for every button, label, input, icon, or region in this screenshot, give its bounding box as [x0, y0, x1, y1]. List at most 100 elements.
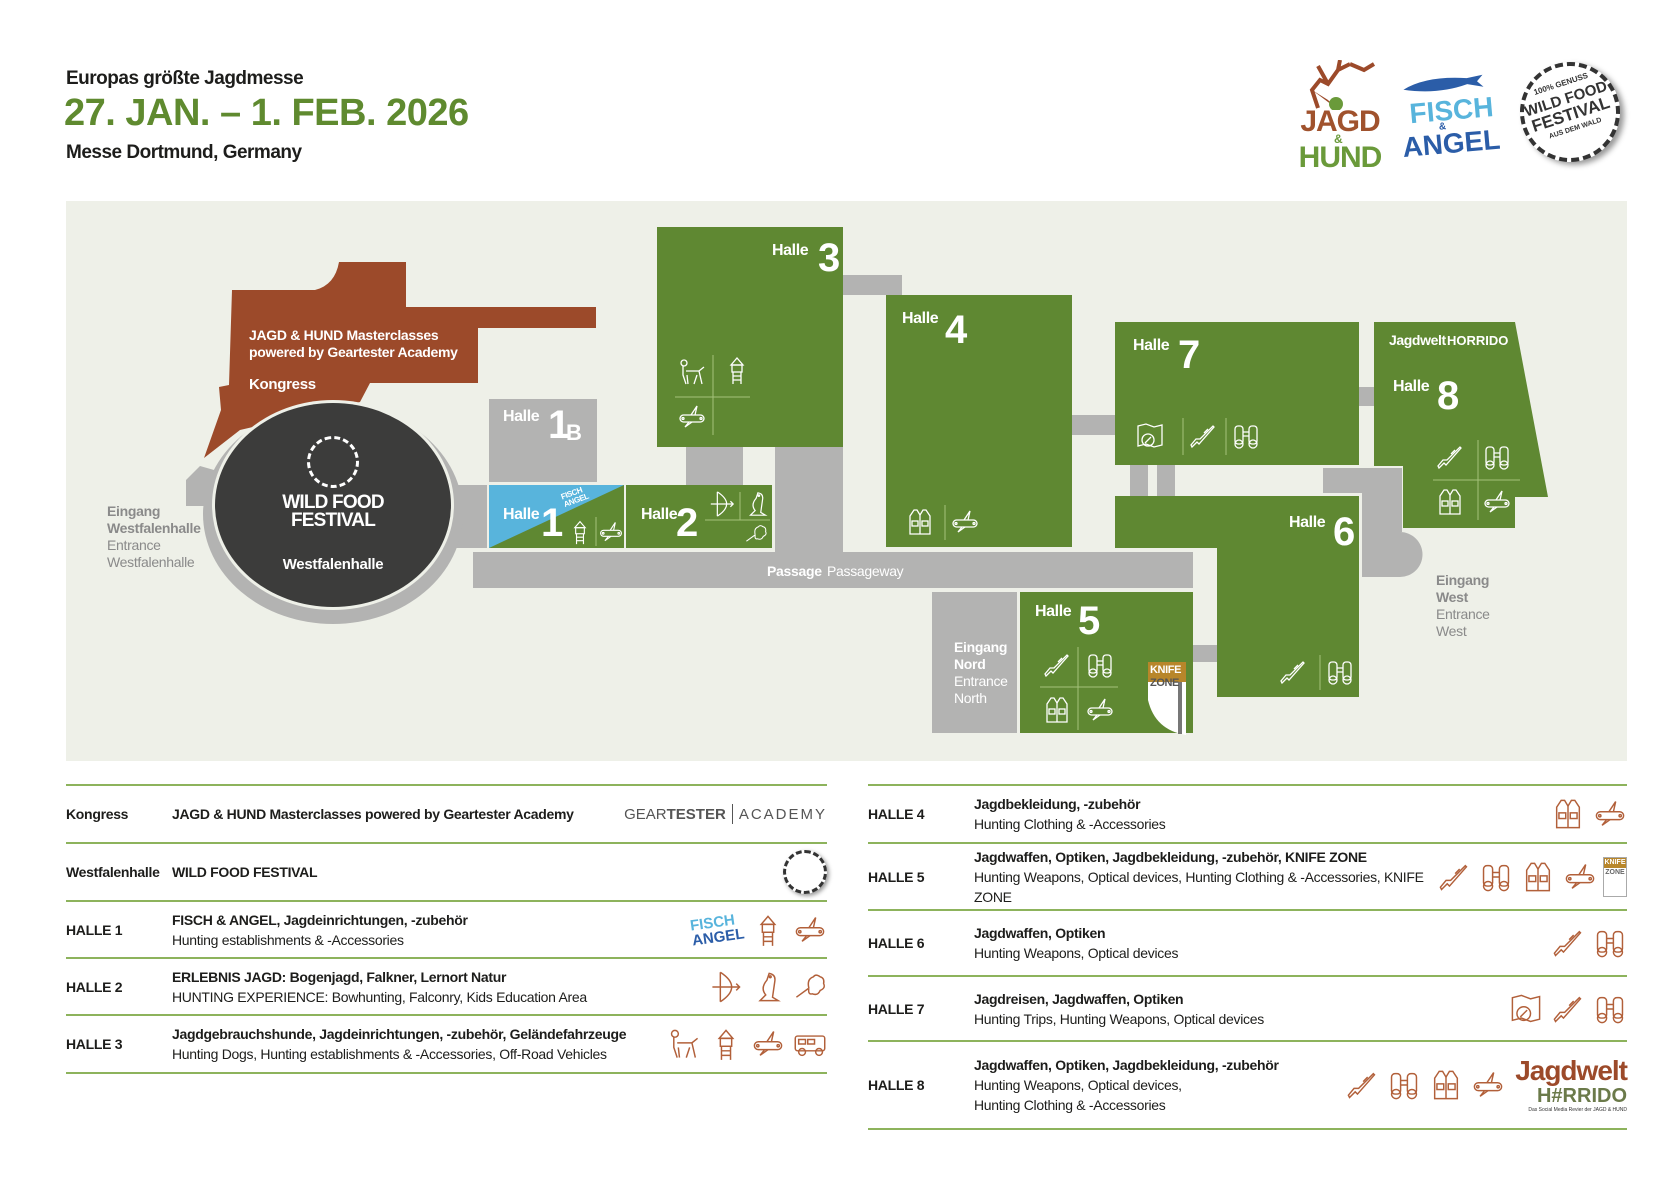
connector [1130, 463, 1148, 498]
connector [1072, 415, 1115, 435]
fair-dates: 27. JAN. – 1. FEB. 2026 [64, 92, 469, 134]
binoculars-icon [1593, 992, 1627, 1026]
entrance-north[interactable] [932, 592, 1017, 733]
knife-icon [598, 517, 624, 547]
hall-8-label: Halle [1393, 378, 1430, 395]
off-road-vehicle-icon [793, 1027, 827, 1061]
fish-icon [1403, 74, 1484, 92]
vest-icon [1435, 487, 1465, 517]
rifle-icon [1345, 1068, 1379, 1102]
passage-label: Passage [767, 563, 822, 579]
connector [843, 275, 902, 295]
legend-row-kongress: Kongress JAGD & HUND Masterclasses power… [66, 804, 827, 824]
hall-3-label: Halle [772, 242, 809, 259]
fair-location: Messe Dortmund, Germany [66, 142, 302, 163]
icon-dividers [595, 355, 1520, 730]
hall-5-label: Halle [1035, 603, 1072, 620]
knife-zone-badge [1148, 662, 1186, 735]
hall-8[interactable] [1374, 322, 1548, 528]
binoculars-icon [1593, 926, 1627, 960]
dog-icon [677, 357, 707, 387]
legend-row-halle-5: HALLE 5 Jagdwaffen, Optiken, Jagdbekleid… [868, 848, 1627, 905]
hall-4-number: 4 [945, 308, 967, 352]
knife-icon [793, 913, 827, 947]
legend-row-halle-3: HALLE 3 Jagdgebrauchshunde, Jagdeinricht… [66, 1016, 827, 1072]
legend-row-halle-2: HALLE 2 ERLEBNIS JAGD: Bogenjagd, Falkne… [66, 959, 827, 1014]
map-compass-icon [1509, 992, 1543, 1026]
connector [1357, 387, 1376, 406]
legend-row-halle-8: HALLE 8 Jagdwaffen, Optiken, Jagdbekleid… [868, 1055, 1628, 1114]
fisch-angel-area [489, 485, 624, 548]
binoculars-icon [1479, 860, 1513, 894]
fair-tagline: Europas größte Jagdmesse [66, 68, 304, 89]
logo-text: & [1334, 132, 1343, 146]
passage[interactable] [473, 552, 1193, 588]
connector [318, 606, 350, 622]
jagdwelt-label: Jagdwelt [1389, 332, 1446, 348]
binoculars-icon [1085, 650, 1115, 680]
binoculars-icon [1325, 657, 1355, 687]
knife-icon [1471, 1068, 1505, 1102]
fisch-angel-logo: FISCH & ANGEL [1396, 68, 1501, 166]
connector [186, 466, 214, 506]
hall-2-number: 2 [676, 501, 698, 545]
hall-7-number: 7 [1178, 333, 1200, 377]
westfalenhalle[interactable] [215, 403, 451, 607]
rifle-icon [1042, 650, 1072, 680]
hall-3[interactable] [657, 227, 843, 447]
logo-text: JAGD [1300, 105, 1380, 138]
connector [1157, 463, 1175, 498]
vest-icon [905, 507, 935, 537]
hall-7-label: Halle [1133, 337, 1170, 354]
stag-head-icon [1309, 60, 1376, 110]
rifle-icon [1188, 421, 1218, 451]
floor-plan [66, 201, 1627, 761]
knife-icon [1085, 695, 1115, 725]
hall-8-number: 8 [1437, 374, 1459, 418]
binoculars-icon [1231, 421, 1261, 451]
kongress-name: Kongress [249, 376, 316, 393]
rifle-icon [1437, 860, 1471, 894]
hall-5-number: 5 [1078, 599, 1100, 643]
westfalenhalle-label: Westfalenhalle [282, 556, 384, 573]
hall-6-label: Halle [1289, 514, 1326, 531]
legend-row-halle-1: HALLE 1 FISCH & ANGEL, Jagdeinrichtungen… [66, 902, 827, 957]
connector [775, 445, 843, 555]
hall-1b-number: 1 [548, 403, 570, 447]
bow-icon [708, 490, 736, 518]
hall-4[interactable] [886, 295, 1072, 547]
entrance-west[interactable] [1323, 468, 1423, 577]
horrido-label: HORRIDO [1447, 333, 1509, 348]
knife-icon [751, 1027, 785, 1061]
hunting-tower-icon [751, 913, 785, 947]
hall-1-label: Halle [503, 506, 540, 523]
rifle-icon [1435, 442, 1465, 472]
knife-icon [950, 507, 980, 537]
falcon-icon [743, 490, 771, 518]
hunting-tower-icon [709, 1027, 743, 1061]
wild-food-festival-logo [783, 850, 827, 894]
oak-leaf-icon [793, 970, 827, 1004]
hall-2[interactable] [626, 485, 772, 548]
vest-icon [1551, 797, 1585, 831]
oak-leaf-icon [743, 522, 769, 546]
hunting-tower-icon [722, 355, 752, 385]
vest-icon [1042, 695, 1072, 725]
hall-1b[interactable] [489, 399, 597, 482]
vest-icon [1429, 1068, 1463, 1102]
hall-6[interactable] [1115, 496, 1359, 697]
vest-icon [1521, 860, 1555, 894]
connector [1191, 645, 1219, 662]
rifle-icon [1551, 926, 1585, 960]
jagdwelt-horrido-logo: Jagdwelt H#RRIDO Das Social Media Revier… [1515, 1055, 1628, 1114]
rifle-icon [1551, 992, 1585, 1026]
connector [686, 445, 743, 487]
